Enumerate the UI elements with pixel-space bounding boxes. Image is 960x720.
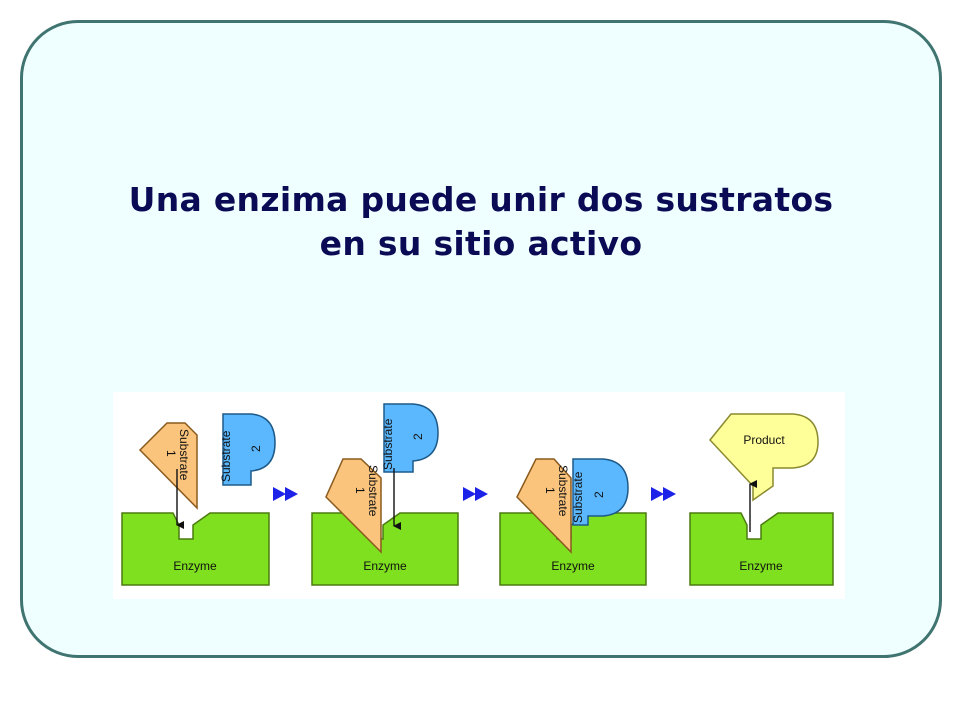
substrate-2-label-3: Substrate — [571, 471, 585, 523]
enzyme-2 — [311, 512, 459, 586]
substrate-2-number-2: 2 — [411, 433, 425, 440]
step-arrow-2 — [463, 487, 488, 501]
product-label: Product — [743, 433, 785, 447]
substrate-2-shape-2 — [383, 403, 439, 473]
substrate-2-shape-3 — [572, 458, 629, 526]
substrate-1-number-2: 1 — [353, 487, 367, 494]
enzyme-1 — [121, 512, 270, 586]
enzyme-label-4: Enzyme — [739, 559, 783, 573]
substrate-1-label-3: Substrate — [556, 465, 570, 517]
enzyme-label-3: Enzyme — [551, 559, 595, 573]
stage-1: Enzyme Substrate 1 Substrate 2 — [121, 413, 276, 586]
substrate-1-shape-3 — [516, 458, 572, 554]
product-shape — [709, 413, 819, 502]
enzyme-reaction-diagram: Enzyme Substrate 1 Substrate 2 Enzyme Su… — [113, 392, 845, 599]
step-arrow-1 — [273, 487, 298, 501]
title-line-2: en su sitio activo — [319, 224, 643, 263]
substrate-2-label-2: Substrate — [381, 418, 395, 470]
substrate-1-number-3: 1 — [543, 487, 557, 494]
enzyme-4 — [689, 512, 834, 586]
step-arrow-3 — [651, 487, 676, 501]
slide-title: Una enzima puede unir dos sustratos en s… — [20, 178, 942, 266]
substrate-2-shape-1 — [222, 413, 276, 486]
substrate-2-number-3: 2 — [592, 491, 606, 498]
substrate-1-shape-2 — [325, 458, 382, 554]
substrate-1-number-1: 1 — [164, 450, 178, 457]
substrate-1-shape-1 — [138, 422, 198, 510]
stage-4: Enzyme Product — [689, 413, 834, 586]
enzyme-label-2: Enzyme — [363, 559, 407, 573]
substrate-2-number-1: 2 — [249, 445, 263, 452]
substrate-2-label-1: Substrate — [219, 430, 233, 482]
enzyme-label-1: Enzyme — [173, 559, 217, 573]
title-line-1: Una enzima puede unir dos sustratos — [128, 180, 834, 219]
substrate-1-label-2: Substrate — [366, 465, 380, 517]
substrate-1-label-1: Substrate — [177, 429, 191, 481]
stage-3: Enzyme Substrate 1 Substrate 2 — [499, 458, 647, 586]
stage-2: Enzyme Substrate 1 Substrate 2 — [311, 403, 459, 586]
